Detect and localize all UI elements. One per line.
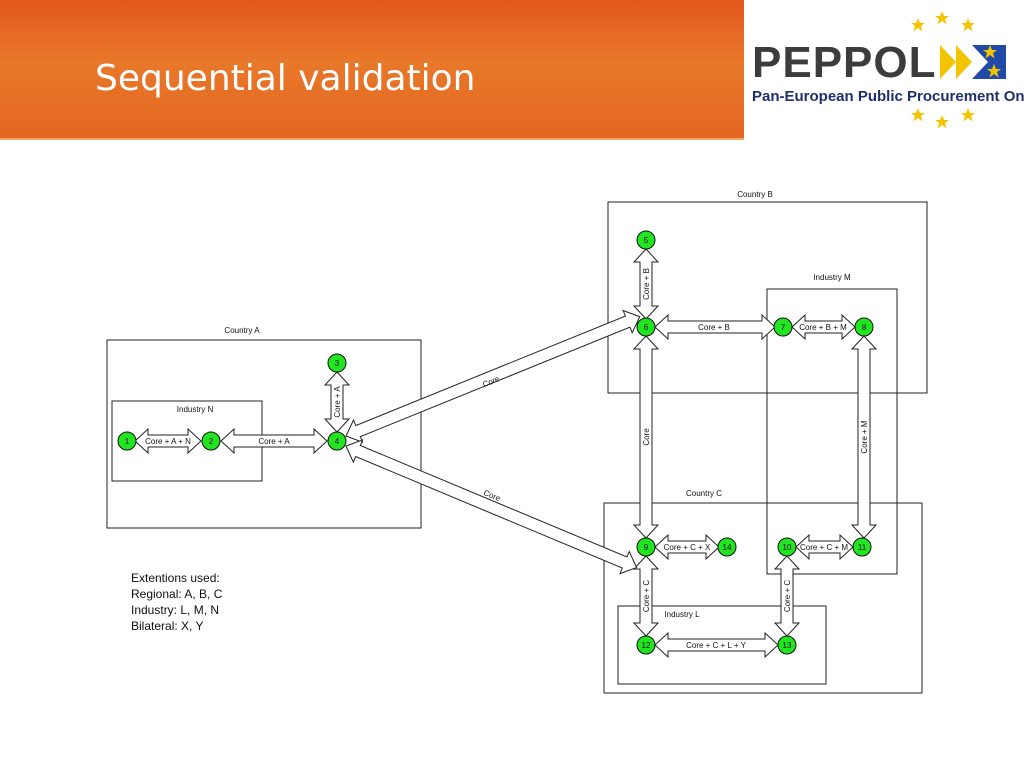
- node-8-label: 8: [862, 323, 867, 332]
- link-label-3-4: Core + A: [333, 386, 342, 418]
- node-1: [117, 431, 137, 451]
- peppol-logo: PEPPOL Pan-European Public Procurement O…: [744, 0, 1024, 140]
- node-9: [636, 537, 656, 557]
- node-6-label: 6: [644, 323, 649, 332]
- logo-tagline: Pan-European Public Procurement Online: [752, 88, 1024, 105]
- legend-title: Extentions used:: [131, 571, 220, 585]
- link-label-5-6: Core + B: [642, 268, 651, 300]
- arrow-4-6: [345, 309, 641, 444]
- logo-graphic: [911, 11, 1006, 129]
- node-10: [777, 537, 797, 557]
- link-label-10-11: Core + C + M: [800, 543, 848, 552]
- node-7: [773, 317, 793, 337]
- node-4: [327, 431, 347, 451]
- arrow-1-2: [134, 427, 202, 455]
- node-12: [636, 635, 656, 655]
- header-divider: [0, 138, 1024, 140]
- link-label-2-4: Core + A: [258, 437, 290, 446]
- link-label-1-2: Core + A + N: [145, 437, 191, 446]
- link-label-8-11: Core + M: [860, 420, 869, 453]
- node-2: [201, 431, 221, 451]
- extensions-legend: Extentions used: Regional: A, B, C Indus…: [131, 570, 222, 634]
- node-7-label: 7: [781, 323, 786, 332]
- play-arrow-icon-2: [956, 45, 972, 79]
- box-industry-m: [766, 288, 898, 575]
- node-13: [777, 635, 797, 655]
- label-industry-l: Industry L: [664, 610, 700, 619]
- node-6: [636, 317, 656, 337]
- label-country-b: Country B: [737, 190, 773, 199]
- node-1-label: 1: [125, 437, 130, 446]
- link-label-7-8: Core + B + M: [799, 323, 847, 332]
- arrow-4-9: [345, 439, 638, 575]
- link-label-9-14: Core + C + X: [664, 543, 711, 552]
- node-5: [636, 230, 656, 250]
- node-11-label: 11: [858, 543, 867, 552]
- node-10-label: 10: [783, 543, 792, 552]
- node-13-label: 13: [783, 641, 792, 650]
- label-industry-m: Industry M: [813, 273, 851, 282]
- legend-line-regional: Regional: A, B, C: [131, 587, 223, 601]
- label-industry-n: Industry N: [177, 405, 214, 414]
- arrow-2-4: [220, 427, 328, 455]
- label-country-c: Country C: [686, 489, 722, 498]
- play-arrow-icon-1: [940, 45, 956, 79]
- logo-wordmark: PEPPOL: [752, 38, 937, 87]
- link-label-12-13: Core + C + L + Y: [686, 641, 746, 650]
- box-industry-l: [617, 605, 827, 685]
- node-3-label: 3: [335, 359, 340, 368]
- slide-title: Sequential validation: [95, 58, 476, 99]
- link-label-10-13: Core + C: [783, 580, 792, 612]
- node-3: [327, 353, 347, 373]
- link-label-6-7: Core + B: [698, 323, 730, 332]
- node-2-label: 2: [209, 437, 214, 446]
- node-8: [854, 317, 874, 337]
- link-label-9-12: Core + C: [642, 580, 651, 612]
- label-country-a: Country A: [224, 326, 260, 335]
- node-4-label: 4: [335, 437, 340, 446]
- node-14: [717, 537, 737, 557]
- legend-line-bilateral: Bilateral: X, Y: [131, 619, 204, 633]
- node-9-label: 9: [644, 543, 649, 552]
- node-12-label: 12: [642, 641, 651, 650]
- node-14-label: 14: [723, 543, 732, 552]
- link-label-6-9: Core: [642, 428, 651, 446]
- node-11: [852, 537, 872, 557]
- box-country-a: [106, 339, 422, 529]
- box-country-c: [603, 502, 923, 694]
- legend-line-industry: Industry: L, M, N: [131, 603, 220, 617]
- node-5-label: 5: [644, 236, 649, 245]
